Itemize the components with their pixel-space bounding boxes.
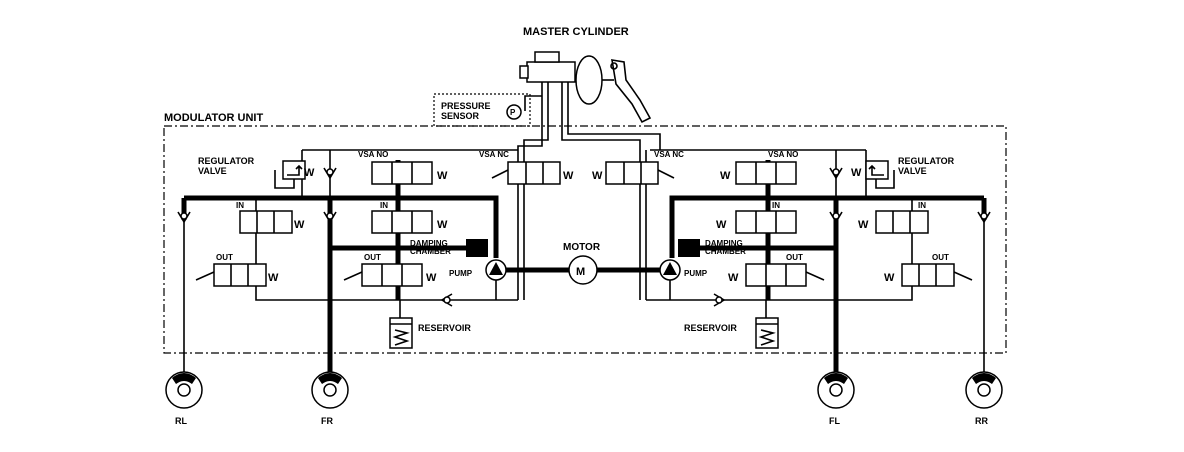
right-damping-label-1: DAMPING [705, 239, 743, 248]
svg-text:W: W [304, 167, 315, 179]
svg-text:P: P [510, 108, 516, 117]
right-regulator-label-1: REGULATOR [898, 156, 955, 166]
svg-text:W: W [563, 170, 574, 182]
right-check-valve-2 [829, 211, 843, 224]
right-out-label-front: OUT [786, 253, 803, 262]
wheel-rl-label: RL [175, 416, 187, 426]
right-vsa-no-valve: W [720, 161, 797, 185]
left-damping-chamber [466, 239, 488, 257]
left-in-label-front: IN [380, 201, 388, 210]
right-in-label-rear: IN [918, 201, 926, 210]
left-check-valve-pump [440, 293, 453, 307]
right-check-valve-1 [977, 211, 991, 224]
right-damping-chamber [678, 239, 700, 257]
pressure-sensor-box [433, 93, 531, 127]
pressure-sensor-label-2: SENSOR [441, 111, 480, 121]
svg-text:W: W [858, 219, 869, 231]
right-in-valve-front: W [716, 210, 797, 234]
right-damping-label-2: CHAMBER [705, 247, 746, 256]
left-vsa-nc-label: VSA NC [479, 150, 509, 159]
left-in-valve-rear: W [239, 210, 305, 234]
left-in-label-rear: IN [236, 201, 244, 210]
svg-text:W: W [728, 272, 739, 284]
right-out-valve-rear: W [884, 263, 973, 287]
right-vsa-no-label: VSA NO [768, 150, 798, 159]
left-reservoir-label: RESERVOIR [418, 323, 471, 333]
left-regulator-label-2: VALVE [198, 166, 227, 176]
motor-label: MOTOR [563, 242, 601, 253]
left-check-valve-1 [177, 211, 191, 224]
svg-text:W: W [268, 272, 279, 284]
right-reservoir-icon [755, 317, 779, 349]
svg-text:W: W [437, 170, 448, 182]
left-damping-label-2: CHAMBER [410, 247, 451, 256]
wheel-rr-icon [965, 371, 1003, 409]
left-check-valve-3 [323, 167, 337, 180]
left-vsa-no-label: VSA NO [358, 150, 388, 159]
left-vsa-no-valve: W [371, 161, 448, 185]
left-check-valve-2 [323, 211, 337, 224]
right-check-valve-pump [713, 293, 726, 307]
svg-text:W: W [851, 167, 862, 179]
master-cylinder-label: MASTER CYLINDER [523, 26, 629, 38]
left-out-label-front: OUT [364, 253, 381, 262]
svg-text:W: W [884, 272, 895, 284]
svg-text:W: W [716, 219, 727, 231]
right-check-valve-3 [829, 167, 843, 180]
left-regulator-label-1: REGULATOR [198, 156, 255, 166]
modulator-unit-label: MODULATOR UNIT [164, 112, 263, 124]
wheel-fl-icon [817, 371, 855, 409]
left-out-label-rear: OUT [216, 253, 233, 262]
right-out-valve-front: W [728, 263, 825, 287]
wheel-fl-label: FL [829, 416, 840, 426]
left-pump-label: PUMP [449, 269, 473, 278]
pressure-sensor-label-1: PRESSURE [441, 101, 491, 111]
svg-text:W: W [294, 219, 305, 231]
right-vsa-nc-label: VSA NC [654, 150, 684, 159]
pressure-sensor-icon: P [506, 104, 522, 120]
right-pump-icon [659, 259, 681, 281]
left-vsa-nc-valve: W [491, 161, 574, 185]
right-reservoir-label: RESERVOIR [684, 323, 737, 333]
right-vsa-nc-valve: W [592, 161, 675, 185]
wheel-rl-icon [165, 371, 203, 409]
left-in-valve-front: W [371, 210, 448, 234]
left-out-valve-rear: W [195, 263, 279, 287]
master-cylinder [519, 51, 652, 124]
left-pump-icon [485, 259, 507, 281]
svg-text:W: W [720, 170, 731, 182]
left-regulator-valve: W [274, 160, 315, 189]
wheel-fr-label: FR [321, 416, 333, 426]
motor-icon: M [568, 255, 598, 285]
svg-text:W: W [592, 170, 603, 182]
svg-text:M: M [576, 266, 585, 278]
svg-text:W: W [426, 272, 437, 284]
wheel-rr-label: RR [975, 416, 988, 426]
right-in-label-front: IN [772, 201, 780, 210]
left-reservoir-icon [389, 317, 413, 349]
right-in-valve-rear: W [858, 210, 929, 234]
right-regulator-valve: W [851, 160, 895, 189]
right-out-label-rear: OUT [932, 253, 949, 262]
left-out-valve-front: W [343, 263, 437, 287]
modulator-unit-box [163, 125, 1007, 354]
svg-text:W: W [437, 219, 448, 231]
left-damping-label-1: DAMPING [410, 239, 448, 248]
right-pump-label: PUMP [684, 269, 708, 278]
right-regulator-label-2: VALVE [898, 166, 927, 176]
wheel-fr-icon [311, 371, 349, 409]
